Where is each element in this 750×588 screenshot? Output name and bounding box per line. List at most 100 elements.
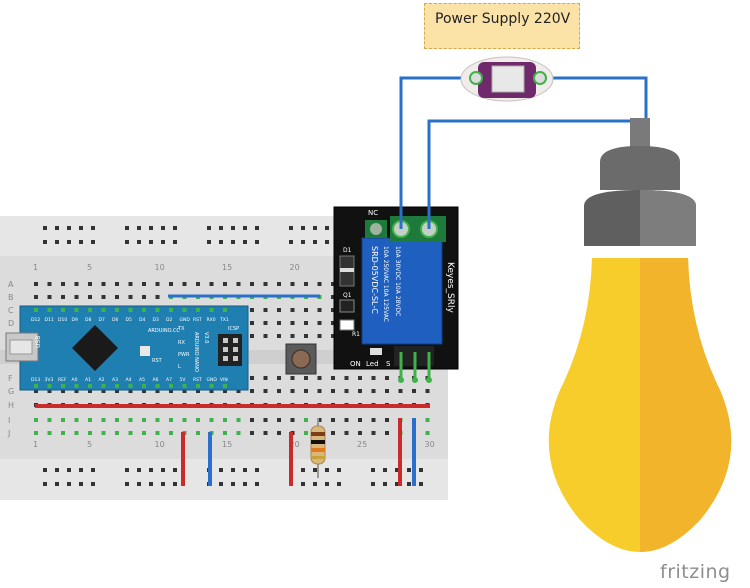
- arduino-brand-label: ARDUINO.CC: [148, 328, 180, 334]
- breadboard-hole: [209, 282, 214, 286]
- breadboard-hole: [169, 389, 173, 393]
- relay-led: [370, 348, 382, 355]
- nano-pin: [169, 308, 173, 312]
- rail-hole: [91, 468, 95, 472]
- rail-hole: [173, 226, 177, 230]
- icsp-pin: [223, 338, 228, 343]
- breadboard-hole: [101, 431, 106, 435]
- breadboard-hole: [250, 334, 254, 338]
- rail-hole: [255, 482, 259, 486]
- breadboard-hole: [290, 389, 295, 393]
- breadboard-hole: [425, 431, 430, 435]
- nano-top-pin-label: D4: [139, 317, 145, 323]
- breadboard-hole: [34, 295, 38, 299]
- power-supply-note: Power Supply 220V: [424, 3, 580, 49]
- breadboard-hole: [47, 431, 52, 435]
- row-label: D: [8, 319, 14, 328]
- rail-hole: [219, 226, 223, 230]
- nano-bottom-pin-label: A2: [99, 377, 105, 383]
- breadboard-hole: [101, 282, 106, 286]
- breadboard-hole: [209, 389, 214, 393]
- breadboard-hole: [290, 376, 295, 380]
- breadboard-hole: [196, 389, 200, 393]
- breadboard-hole: [88, 295, 92, 299]
- rail-hole: [289, 226, 293, 230]
- breadboard-hole: [250, 418, 254, 422]
- row-label: A: [8, 280, 14, 289]
- rail-hole: [407, 482, 411, 486]
- breadboard-hole: [331, 334, 335, 338]
- nano-bottom-pin-label: REF: [58, 377, 67, 383]
- nano-pin: [74, 384, 79, 388]
- push-button: [285, 343, 317, 375]
- rail-hole: [371, 468, 375, 472]
- breadboard-hole: [344, 376, 349, 380]
- rail-hole: [243, 482, 247, 486]
- breadboard-hole: [385, 376, 389, 380]
- nano-top-pin-label: D9: [72, 317, 78, 323]
- breadboard-hole: [344, 431, 349, 435]
- led-rx-label: RX: [178, 340, 185, 346]
- rail-hole: [79, 482, 83, 486]
- row-label: C: [8, 306, 14, 315]
- rail-hole: [161, 468, 165, 472]
- nano-top-pin-label: RST: [193, 317, 202, 323]
- breadboard-hole: [128, 389, 133, 393]
- breadboard-hole: [155, 295, 160, 299]
- nano-pin: [142, 384, 146, 388]
- rail-hole: [419, 468, 423, 472]
- breadboard-hole: [34, 389, 38, 393]
- nano-top-pin-label: D3: [153, 317, 159, 323]
- nano-pin: [115, 384, 119, 388]
- arduino-name-label: ARDUINO NANO: [193, 332, 199, 372]
- bottom-power-rail: [0, 459, 448, 500]
- icsp-pin: [223, 347, 228, 352]
- mains-wire-live: [399, 76, 476, 229]
- rail-hole: [149, 240, 153, 244]
- nano-pin: [169, 384, 173, 388]
- relay-on-label: ON: [350, 360, 361, 368]
- rail-hole: [383, 468, 387, 472]
- column-label: 15: [222, 263, 232, 272]
- breadboard-hole: [74, 431, 79, 435]
- icsp-header: [218, 334, 242, 366]
- breadboard-hole: [115, 282, 119, 286]
- breadboard-hole: [317, 418, 322, 422]
- rail-hole: [207, 226, 211, 230]
- nano-pin: [155, 308, 160, 312]
- rail-hole: [91, 240, 95, 244]
- breadboard-hole: [331, 308, 335, 312]
- row-label: J: [7, 429, 10, 438]
- breadboard-hole: [61, 282, 65, 286]
- breadboard-hole: [358, 389, 362, 393]
- breadboard-hole: [250, 321, 254, 325]
- breadboard-hole: [34, 282, 38, 286]
- breadboard-hole: [371, 376, 376, 380]
- breadboard-hole: [412, 389, 416, 393]
- breadboard-hole: [277, 431, 281, 435]
- rail-hole: [325, 482, 329, 486]
- breadboard-hole: [277, 334, 281, 338]
- rail-hole: [243, 240, 247, 244]
- column-label: 1: [33, 440, 38, 449]
- breadboard-hole: [358, 418, 362, 422]
- breadboard-hole: [263, 376, 268, 380]
- breadboard-hole: [169, 431, 173, 435]
- column-label: 25: [357, 440, 367, 449]
- led-pwr-label: PWR: [178, 352, 190, 358]
- rail-hole: [55, 482, 59, 486]
- breadboard-hole: [290, 334, 295, 338]
- breadboard-hole: [331, 376, 335, 380]
- breadboard-hole: [155, 418, 160, 422]
- nano-top-pin-label: D12: [31, 317, 40, 323]
- rail-hole: [255, 468, 259, 472]
- breadboard-hole: [277, 418, 281, 422]
- arduino-pins: [34, 308, 227, 388]
- nano-pin: [196, 384, 200, 388]
- breadboard-hole: [304, 376, 308, 380]
- rail-hole: [79, 468, 83, 472]
- row-label: H: [8, 401, 14, 410]
- breadboard-hole: [223, 282, 227, 286]
- rail-hole: [219, 240, 223, 244]
- arduino-nano: USB ARDUINO.CC ARDUINO NANO V3.0 ICSP TX…: [5, 305, 249, 391]
